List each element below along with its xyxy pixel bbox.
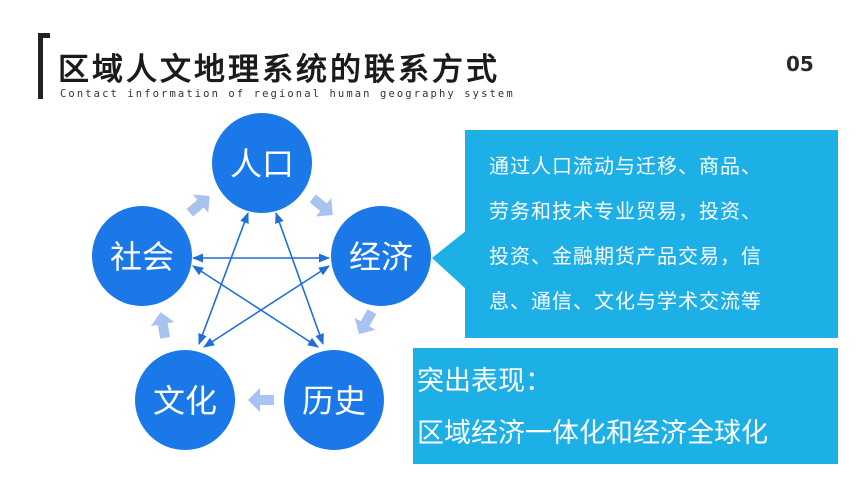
connector-population-culture: [198, 211, 249, 346]
connector-lines: [191, 211, 331, 348]
info-line: 息、通信、文化与学术交流等: [489, 289, 762, 313]
info-line: 劳务和技术专业贸易，投资、: [489, 199, 762, 223]
cycle-arrow-society-population: [186, 194, 210, 217]
cycle-arrows: [150, 194, 377, 412]
node-history: 历史: [284, 350, 384, 450]
highlight-content: 区域经济一体化和经济全球化: [417, 418, 768, 449]
info-line: 投资、金融期货产品交易，信: [489, 244, 762, 268]
node-population: 人口: [212, 113, 312, 213]
node-culture: 文化: [135, 350, 235, 450]
highlight-label: 突出表现：: [417, 366, 552, 397]
highlight-box: 突出表现： 区域经济一体化和经济全球化: [413, 348, 838, 464]
page-title: 区域人文地理系统的联系方式: [58, 52, 500, 88]
node-label: 社会: [110, 238, 174, 276]
node-society: 社会: [92, 206, 192, 306]
info-line: 通过人口流动与迁移、商品、: [489, 154, 762, 178]
cycle-arrow-population-economy: [309, 194, 333, 217]
connector-population-history: [275, 211, 324, 346]
node-label: 历史: [302, 382, 366, 420]
node-label: 文化: [153, 382, 217, 420]
page-number: 05: [786, 52, 814, 76]
node-label: 经济: [349, 238, 413, 276]
callout-pointer: [432, 230, 467, 290]
cycle-arrow-culture-society: [150, 312, 175, 339]
info-box: 通过人口流动与迁移、商品、 劳务和技术专业贸易，投资、 投资、金融期货产品交易，…: [465, 130, 838, 338]
title-bracket: [38, 33, 50, 99]
node-economy: 经济: [331, 206, 431, 306]
node-label: 人口: [230, 145, 294, 183]
cycle-arrow-economy-history: [354, 309, 377, 335]
page-subtitle: Contact information of regional human ge…: [60, 88, 515, 100]
cycle-arrow-history-culture: [248, 388, 274, 412]
